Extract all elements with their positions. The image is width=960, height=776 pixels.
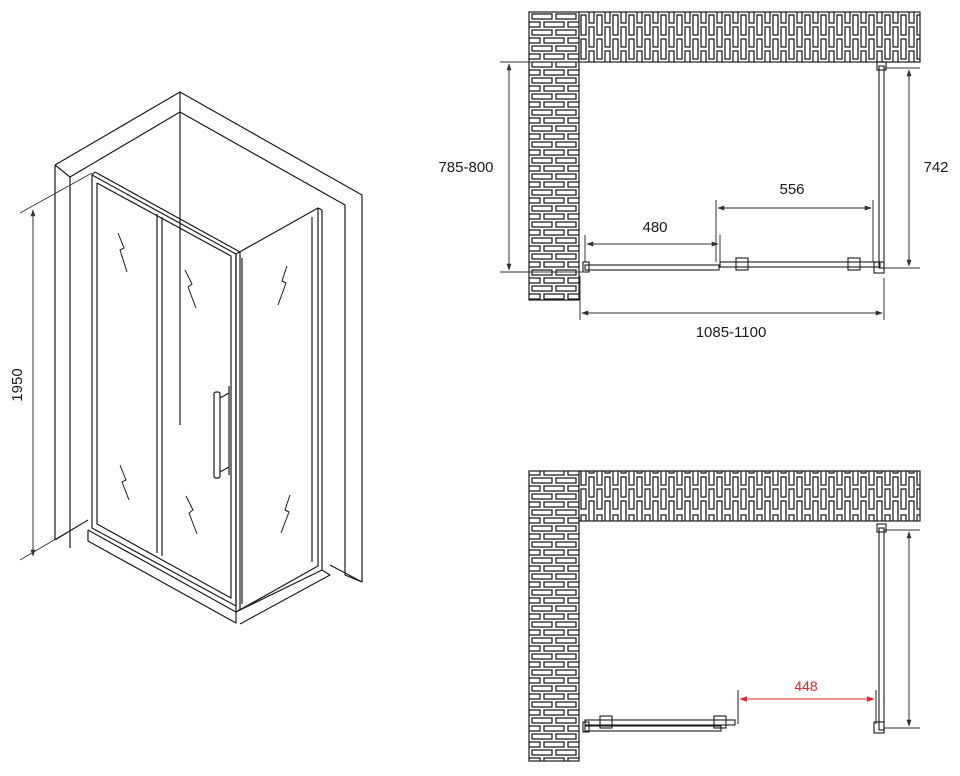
height-dimension-label: 1950 xyxy=(9,368,26,401)
side-glass-panel-top xyxy=(876,61,887,269)
plan-view-top xyxy=(500,11,921,320)
side-panel xyxy=(235,207,331,625)
door-handle xyxy=(213,386,230,479)
side-width-label: 742 xyxy=(923,159,948,176)
side-width-dimension-bottom xyxy=(884,529,920,729)
width-range-label: 1085-1100 xyxy=(696,324,767,341)
opening-dimension-bottom xyxy=(737,690,877,724)
brick-wall-left-top xyxy=(528,11,580,301)
fixed-panel-label: 480 xyxy=(642,219,667,236)
fixed-panel-dimension-top xyxy=(584,235,721,262)
side-glass-panel-bottom xyxy=(876,523,887,731)
total-width-dimension-top xyxy=(579,276,885,320)
plan-view-bottom xyxy=(528,470,921,762)
back-wall xyxy=(54,91,363,583)
brick-wall-left-bottom xyxy=(528,470,580,762)
sliding-door-top xyxy=(582,257,885,274)
door-opening-label: 556 xyxy=(779,181,804,198)
height-dimension xyxy=(19,172,93,561)
sliding-door-open-bottom xyxy=(582,715,885,734)
side-width-dimension-top xyxy=(884,67,920,269)
depth-range-label: 785-800 xyxy=(438,159,493,176)
isometric-shower-view xyxy=(19,91,363,625)
brick-wall-top-bottom xyxy=(578,470,921,522)
glass-reflections xyxy=(117,232,291,535)
brick-wall-top-top xyxy=(578,11,921,63)
front-door-frame xyxy=(87,171,241,624)
opening-width-label: 448 xyxy=(794,678,818,694)
depth-dimension-top xyxy=(500,61,585,273)
door-opening-dimension-top xyxy=(715,200,874,262)
